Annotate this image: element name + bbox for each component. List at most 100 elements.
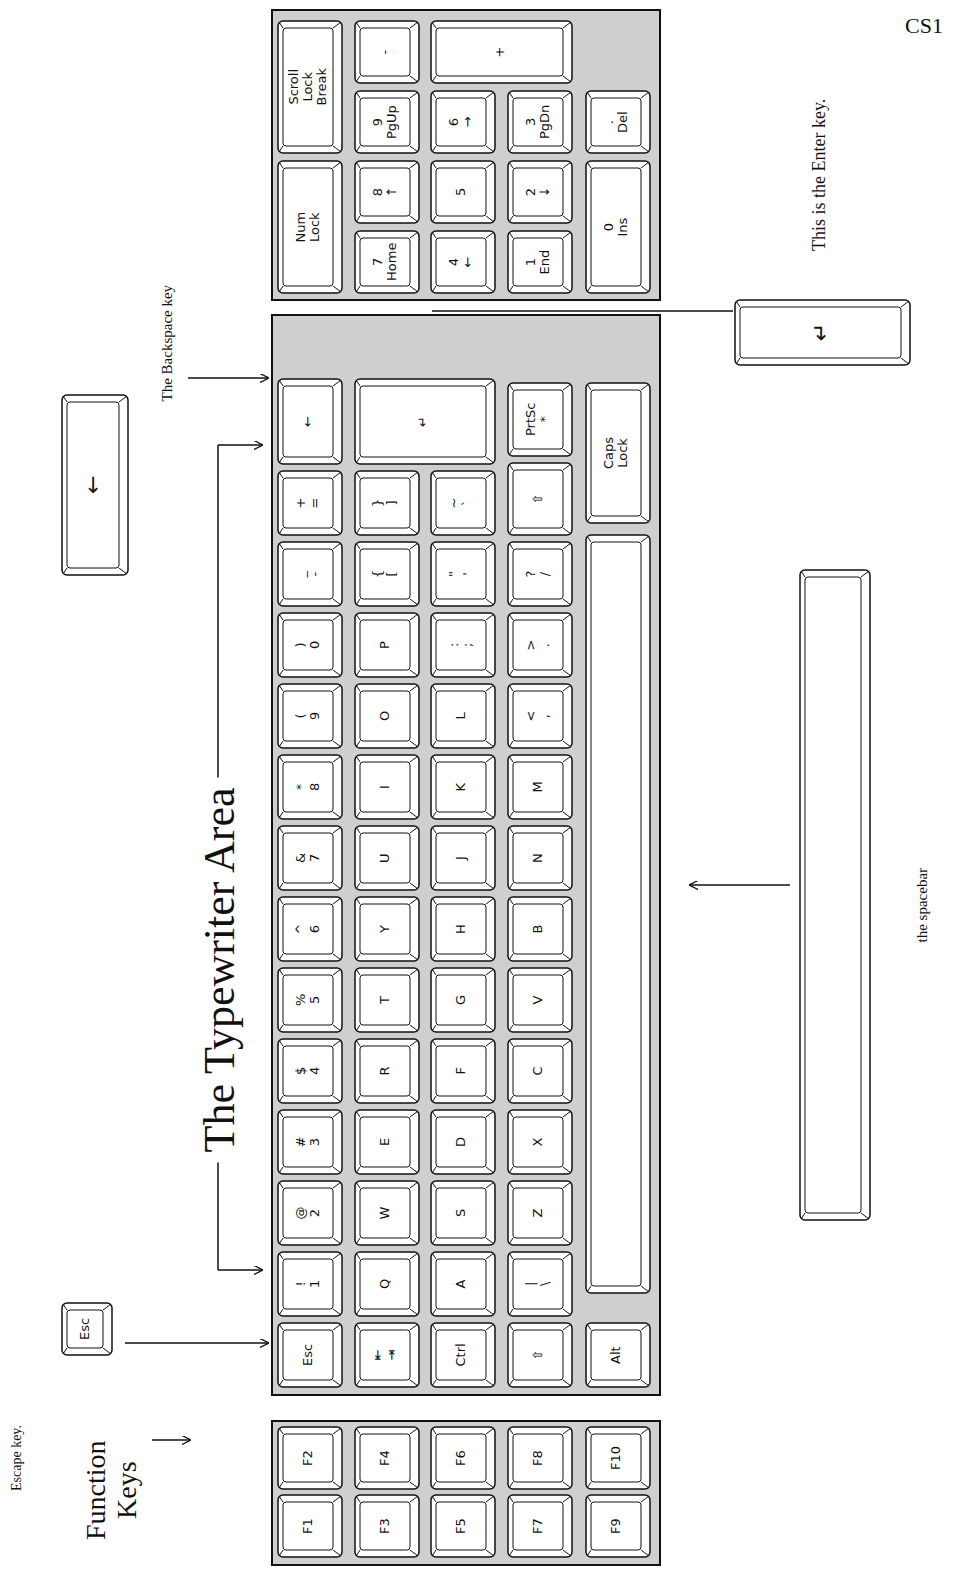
key	[431, 161, 495, 223]
key-bevel	[279, 756, 283, 762]
key	[586, 1427, 650, 1489]
key-bevel	[410, 883, 418, 889]
key-legend: | \	[524, 1282, 553, 1286]
key-legend: F1	[301, 1518, 315, 1534]
key-bevel	[509, 969, 513, 975]
key-face	[436, 549, 486, 599]
key-bevel	[563, 449, 571, 455]
key	[431, 897, 495, 961]
key-bevel	[279, 1496, 283, 1502]
key-face	[360, 904, 410, 954]
key-bevel	[279, 1040, 283, 1046]
key-face	[283, 691, 333, 741]
key-bevel	[486, 1111, 494, 1117]
bracket-line	[217, 445, 219, 778]
key-face	[360, 1259, 410, 1309]
key-legend: < ,	[524, 711, 553, 722]
key-outline	[508, 684, 572, 748]
key-bevel	[801, 1213, 805, 1219]
key-outline	[278, 1181, 342, 1245]
key-bevel	[410, 1182, 418, 1188]
key	[800, 570, 870, 1220]
key-legend: Y	[378, 925, 392, 933]
key-bevel	[410, 1111, 418, 1117]
key-legend: A	[454, 1280, 468, 1289]
key-bevel	[410, 1040, 418, 1046]
key	[355, 1252, 419, 1316]
key-bevel	[279, 954, 283, 960]
key	[62, 1303, 112, 1355]
key-bevel	[432, 898, 436, 904]
key-face	[805, 577, 861, 1213]
key-outline	[62, 1303, 112, 1355]
key-face	[591, 1330, 641, 1380]
key-bevel	[356, 92, 360, 98]
key-bevel	[509, 614, 513, 620]
key-legend: 9 PgUp	[371, 105, 400, 139]
key-bevel	[279, 969, 283, 975]
key	[355, 1110, 419, 1174]
key-legend: -	[378, 50, 392, 55]
key-bevel	[509, 1253, 513, 1259]
key-legend: 3 PgDn	[524, 105, 553, 139]
key-bevel	[563, 1550, 571, 1556]
key-face	[283, 478, 333, 528]
key-bevel	[563, 216, 571, 222]
key-bevel	[279, 1324, 283, 1330]
key-bevel	[410, 827, 418, 833]
key-face	[360, 98, 410, 146]
key-bevel	[509, 232, 513, 238]
key-bevel	[333, 1496, 341, 1502]
key-bevel	[333, 954, 341, 960]
key-outline	[278, 1323, 342, 1387]
key	[431, 968, 495, 1032]
key-legend: ←	[81, 476, 105, 494]
key-bevel	[432, 883, 436, 889]
key	[431, 684, 495, 748]
key-bevel	[410, 614, 418, 620]
key-bevel	[486, 1482, 494, 1488]
key-bevel	[432, 286, 436, 292]
key-bevel	[432, 741, 436, 747]
key-outline	[278, 1252, 342, 1316]
key-bevel	[563, 1167, 571, 1173]
key-bevel	[432, 812, 436, 818]
key-bevel	[587, 286, 591, 292]
key-outline	[355, 755, 419, 819]
key-bevel	[486, 472, 494, 478]
key-bevel	[563, 232, 571, 238]
key-face	[591, 390, 641, 516]
key	[355, 684, 419, 748]
key-bevel	[432, 76, 436, 82]
key-outline	[586, 1427, 650, 1489]
key-legend: O	[378, 711, 392, 721]
key-outline	[508, 755, 572, 819]
key	[278, 684, 342, 748]
key	[508, 383, 572, 456]
key	[508, 1181, 572, 1245]
key-legend: F7	[531, 1518, 545, 1534]
bracket-line	[217, 1163, 219, 1271]
key-bevel	[641, 286, 649, 292]
key-face	[513, 168, 563, 216]
key-bevel	[432, 472, 436, 478]
key-bevel	[410, 898, 418, 904]
key-bevel	[356, 162, 360, 168]
key-bevel	[103, 1304, 111, 1310]
key-bevel	[432, 1182, 436, 1188]
key-legend: { [	[371, 570, 400, 578]
key-bevel	[563, 464, 571, 470]
key-face	[513, 1188, 563, 1238]
key-bevel	[410, 1253, 418, 1259]
key-bevel	[333, 162, 341, 168]
key-outline	[278, 379, 342, 464]
key-face	[436, 762, 486, 812]
key-outline	[586, 161, 650, 293]
key-bevel	[279, 1182, 283, 1188]
key-bevel	[432, 146, 436, 152]
key-bevel	[432, 1167, 436, 1173]
key-outline	[431, 21, 572, 83]
key	[278, 21, 342, 153]
key	[355, 1323, 419, 1387]
key-bevel	[486, 827, 494, 833]
